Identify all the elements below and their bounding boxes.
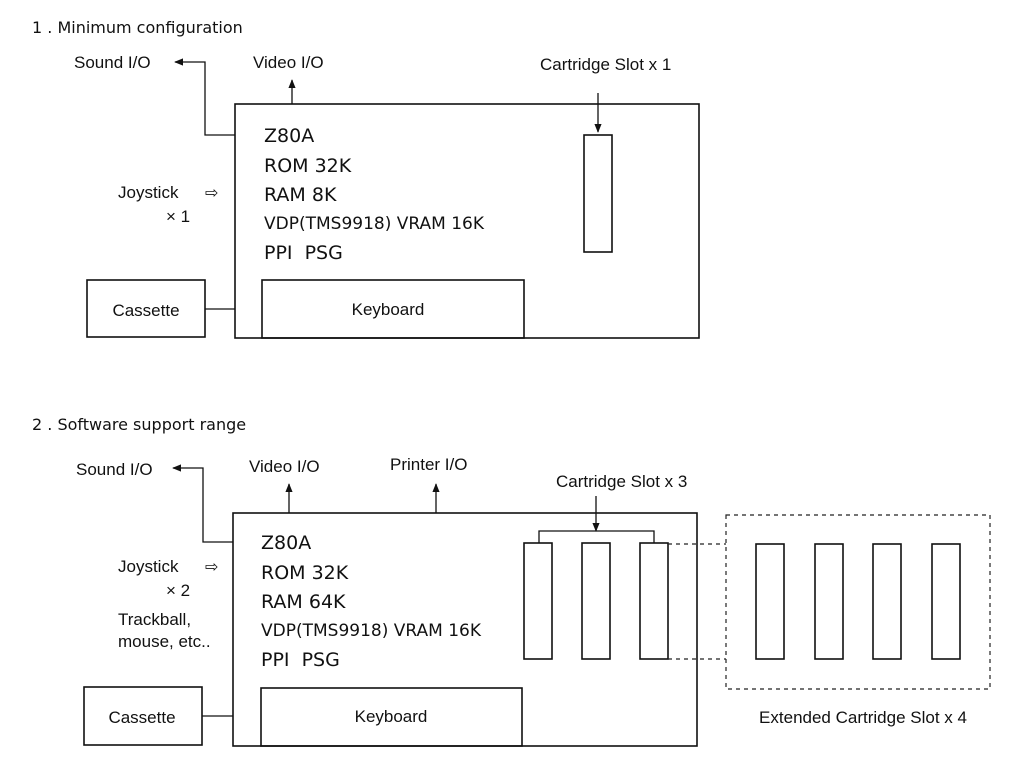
section-minimum-configuration: 1 . Minimum configuration Sound I/O Vide… bbox=[32, 18, 700, 339]
cassette-label: Cassette bbox=[112, 301, 179, 320]
sound-io-connector bbox=[172, 464, 233, 543]
video-io-label: Video I/O bbox=[249, 457, 320, 476]
chip-vdp: VDP(TMS9918) VRAM 16K bbox=[264, 214, 485, 234]
joystick-count: × 2 bbox=[166, 581, 190, 600]
cartridge-slot-label: Cartridge Slot x 1 bbox=[540, 55, 671, 74]
chip-ram: RAM 64K bbox=[261, 591, 346, 613]
section-title: 2 . Software support range bbox=[32, 415, 246, 434]
cartridge-slots-label: Cartridge Slot x 3 bbox=[556, 472, 687, 491]
section-software-support-range: 2 . Software support range Sound I/O Vid… bbox=[32, 415, 991, 747]
chip-vdp: VDP(TMS9918) VRAM 16K bbox=[261, 621, 482, 641]
joystick-label: Joystick bbox=[118, 183, 179, 202]
joystick-arrow-icon: ⇨ bbox=[205, 559, 218, 576]
joystick-label: Joystick bbox=[118, 557, 179, 576]
chip-rom: ROM 32K bbox=[261, 562, 349, 584]
pointing-devices-line-1: Trackball, bbox=[118, 610, 191, 629]
keyboard-label: Keyboard bbox=[355, 707, 428, 726]
sound-io-label: Sound I/O bbox=[76, 460, 153, 479]
extended-cartridge-slot-1 bbox=[755, 543, 785, 660]
extended-slot-dashed-box bbox=[725, 514, 991, 690]
chip-cpu: Z80A bbox=[264, 125, 314, 147]
keyboard-box bbox=[260, 687, 523, 747]
section-title: 1 . Minimum configuration bbox=[32, 18, 243, 37]
sound-io-label: Sound I/O bbox=[74, 53, 151, 72]
joystick-count: × 1 bbox=[166, 207, 190, 226]
cassette-label: Cassette bbox=[108, 708, 175, 727]
video-io-label: Video I/O bbox=[253, 53, 324, 72]
extended-cartridge-slot-4 bbox=[931, 543, 961, 660]
cartridge-slots-bracket bbox=[538, 530, 655, 543]
extended-cartridge-slot-2 bbox=[814, 543, 844, 660]
chip-ram: RAM 8K bbox=[264, 184, 337, 206]
cartridge-slot-1 bbox=[523, 542, 553, 660]
chip-cpu: Z80A bbox=[261, 532, 311, 554]
extended-slot-label: Extended Cartridge Slot x 4 bbox=[759, 708, 967, 727]
chip-rom: ROM 32K bbox=[264, 155, 352, 177]
cartridge-slot-3 bbox=[639, 542, 669, 660]
sound-io-connector bbox=[174, 58, 235, 136]
printer-io-label: Printer I/O bbox=[390, 455, 467, 474]
keyboard-label: Keyboard bbox=[352, 300, 425, 319]
chip-ppi-psg: PPI PSG bbox=[264, 242, 343, 264]
extended-cartridge-slot-3 bbox=[872, 543, 902, 660]
cartridge-slot-2 bbox=[581, 542, 611, 660]
keyboard-box bbox=[261, 279, 525, 339]
cartridge-slot bbox=[583, 134, 613, 253]
joystick-arrow-icon: ⇨ bbox=[205, 185, 218, 202]
chip-ppi-psg: PPI PSG bbox=[261, 649, 340, 671]
pointing-devices-line-2: mouse, etc.. bbox=[118, 632, 211, 651]
